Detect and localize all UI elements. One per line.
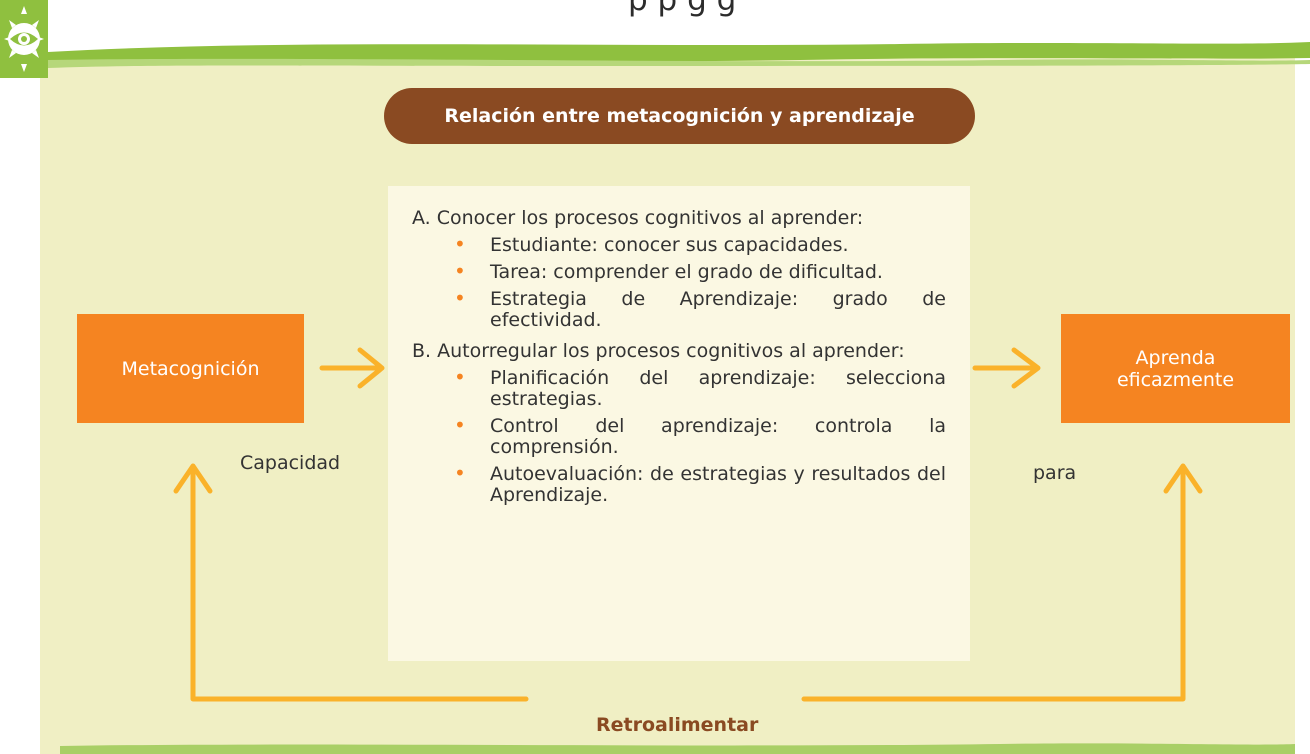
section-b-title: B. Autorregular los procesos cognitivos … <box>412 340 905 362</box>
list-item: • Control del aprendizaje: controla la co… <box>412 413 946 458</box>
arrow-up-icon <box>173 463 213 494</box>
retroalimentar-label: Retroalimentar <box>596 714 759 736</box>
diagram-title: Relación entre metacognición y aprendiza… <box>384 88 975 144</box>
aprenda-box: Aprenda eficazmente <box>1061 314 1290 423</box>
list-item-text: Control del aprendizaje: controla la com… <box>490 415 946 458</box>
section-a: A. Conocer los procesos cognitivos al ap… <box>412 208 946 331</box>
bullet-icon: • <box>454 286 466 310</box>
list-item-text: Estudiante: conocer sus capacidades. <box>490 234 849 256</box>
section-a-title: A. Conocer los procesos cognitivos al ap… <box>412 207 864 229</box>
bullet-icon: • <box>454 232 466 256</box>
list-item: • Estrategia de Aprendizaje: grado de efe… <box>412 286 946 331</box>
list-item-text: Estrategia de Aprendizaje: grado de efec… <box>490 288 946 331</box>
arrow-up-icon <box>1163 463 1203 494</box>
aprenda-label-line2: eficazmente <box>1116 368 1235 391</box>
bullet-icon: • <box>454 461 466 485</box>
list-item: • Tarea: comprender el grado de dificulta… <box>412 259 946 283</box>
bullet-icon: • <box>454 259 466 283</box>
content-panel: A. Conocer los procesos cognitivos al ap… <box>388 186 970 661</box>
aprenda-label-line1: Aprenda <box>1135 346 1216 369</box>
bullet-icon: • <box>454 365 466 389</box>
header-text: p p g g <box>628 0 737 18</box>
list-item-text: Autoevaluación: de estrategias y resulta… <box>490 463 946 506</box>
list-item-text: Tarea: comprender el grado de dificultad… <box>490 261 883 283</box>
list-item: • Planificación del aprendizaje: seleccio… <box>412 365 946 410</box>
list-item: • Autoevaluación: de estrategias y result… <box>412 461 946 506</box>
capacidad-label: Capacidad <box>240 452 341 474</box>
metacognicion-label: Metacognición <box>121 357 260 380</box>
list-item-text: Planificación del aprendizaje: seleccion… <box>490 367 946 410</box>
metacognicion-box: Metacognición <box>77 314 304 423</box>
bullet-icon: • <box>454 413 466 437</box>
eye-logo-icon <box>0 0 48 78</box>
list-item: • Estudiante: conocer sus capacidades. <box>412 232 946 256</box>
para-label: para <box>1033 462 1077 484</box>
section-b: B. Autorregular los procesos cognitivos … <box>412 341 946 506</box>
